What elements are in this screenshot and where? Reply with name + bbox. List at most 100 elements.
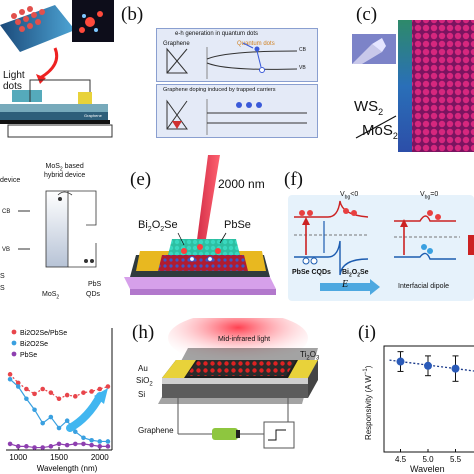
pbse-label: PbSe	[224, 219, 251, 231]
cb-label-b: CB	[299, 47, 306, 53]
data-point	[15, 444, 21, 449]
data-point	[40, 386, 45, 392]
si-label: Si	[138, 390, 146, 399]
panel-e-device	[124, 155, 276, 295]
bi2o2se-label-f: Bi2O2Se	[342, 269, 369, 279]
data-point	[24, 444, 29, 449]
data-point	[89, 389, 94, 394]
data-point	[40, 420, 45, 426]
data-point	[56, 425, 62, 431]
data-point	[105, 439, 111, 444]
left-s-label: S	[0, 273, 5, 280]
data-point	[15, 384, 21, 389]
data-point	[48, 390, 54, 395]
vbg-left-label: Vbg<0	[340, 191, 359, 201]
e-field-label: E	[342, 279, 349, 290]
panel-c-heterostructure	[398, 20, 474, 152]
panel-i-label: (i)	[358, 322, 376, 343]
mos2-bottom-label: MoS2	[42, 291, 60, 301]
interfacial-dipole-label: Interfacial dipole	[398, 283, 449, 290]
panel-b-top-title: e-h generation in quantum dots	[175, 31, 259, 37]
data-point	[32, 391, 37, 397]
data-point	[97, 439, 103, 444]
device-label: device	[0, 177, 21, 184]
vb-label-d: VB	[2, 247, 11, 253]
data-point	[7, 441, 13, 447]
data-point	[81, 435, 86, 441]
data-point	[105, 384, 111, 389]
data-point	[396, 357, 405, 366]
legend-marker	[11, 351, 17, 357]
legend-marker	[11, 329, 17, 335]
legend-marker	[11, 340, 17, 346]
panel-b-top-box: e-h generation in quantum dots Graphene …	[156, 28, 318, 82]
data-point	[32, 407, 37, 413]
plot-frame	[383, 345, 474, 453]
panel-h: (h) Mid-infrared light Ti2O3 Au SiO2 Si …	[118, 318, 348, 474]
data-point	[81, 390, 86, 395]
data-point	[81, 441, 86, 447]
panel-f-band-diagram	[294, 200, 474, 295]
panel-b-bottom-title: Graphene doping induced by trapped carri…	[163, 87, 276, 93]
data-point	[105, 444, 111, 449]
panel-c-inset-flake	[352, 38, 386, 64]
ti2o3-label: Ti2O3	[300, 350, 320, 362]
graphene-label-b: Graphene	[163, 41, 190, 47]
panel-f: (f) Vbg<0 Vbg=0 PbSe CQDs Bi2O2Se E Inte…	[280, 155, 474, 305]
x-tick-label: 1500	[50, 453, 68, 462]
data-point	[7, 376, 13, 382]
panel-b-bottom-box: Graphene doping induced by trapped carri…	[156, 84, 318, 138]
dots-label: dots	[3, 81, 22, 92]
data-point	[97, 444, 103, 449]
vb-label-b: VB	[299, 65, 306, 71]
vbg-right-label: Vbg=0	[420, 191, 439, 201]
data-point	[64, 442, 70, 448]
x-tick-label: 1000	[9, 453, 27, 462]
au-label: Au	[138, 364, 148, 373]
legend-label: Bi2O2Se/PbSe	[20, 330, 67, 337]
data-point	[73, 441, 78, 447]
quantum-dots-label: Quantum dots	[237, 41, 275, 47]
x-tick-label: 2000	[91, 453, 109, 462]
cb-label-d: CB	[2, 209, 11, 215]
data-point	[40, 445, 45, 450]
panel-h-device	[158, 318, 318, 449]
panel-e-label: (e)	[130, 169, 152, 190]
legend-label: PbSe	[20, 352, 37, 359]
pbse-cqds-label: PbSe CQDs	[292, 269, 331, 276]
x-tick-label: 5.0	[422, 455, 434, 464]
graphene-label-h: Graphene	[138, 426, 174, 435]
panel-b: (b) e-h generation in quantum dots Graph…	[118, 0, 346, 140]
divider-slash	[355, 115, 397, 139]
data-point	[97, 386, 103, 392]
data-point	[48, 444, 54, 449]
panel-e: (e) 2000 nm Bi2O2Se PbSe	[120, 155, 280, 305]
data-point	[32, 445, 37, 450]
data-point	[24, 386, 29, 392]
panel-f-label: (f)	[284, 169, 303, 190]
mos2-label: MoS2	[362, 122, 398, 141]
qds-label: QDs	[86, 291, 100, 298]
panel-b-label: (b)	[121, 4, 144, 25]
data-point	[56, 396, 62, 402]
panel-f-background	[288, 195, 474, 301]
series-line	[9, 373, 109, 400]
data-point	[7, 372, 13, 377]
data-point	[64, 418, 70, 424]
panel-a: Light dots Graphene	[0, 0, 114, 140]
ws2-label: WS2	[354, 98, 384, 117]
left-s-label-2: S	[0, 285, 5, 292]
data-point	[24, 396, 29, 402]
mid-ir-light-label: Mid-infrared light	[218, 336, 271, 343]
data-point	[89, 437, 94, 443]
pbs-label: PbS	[88, 281, 102, 288]
panel-c-label: (c)	[356, 4, 378, 25]
x-tick-label: 4.5	[395, 455, 407, 464]
data-point	[48, 414, 54, 420]
